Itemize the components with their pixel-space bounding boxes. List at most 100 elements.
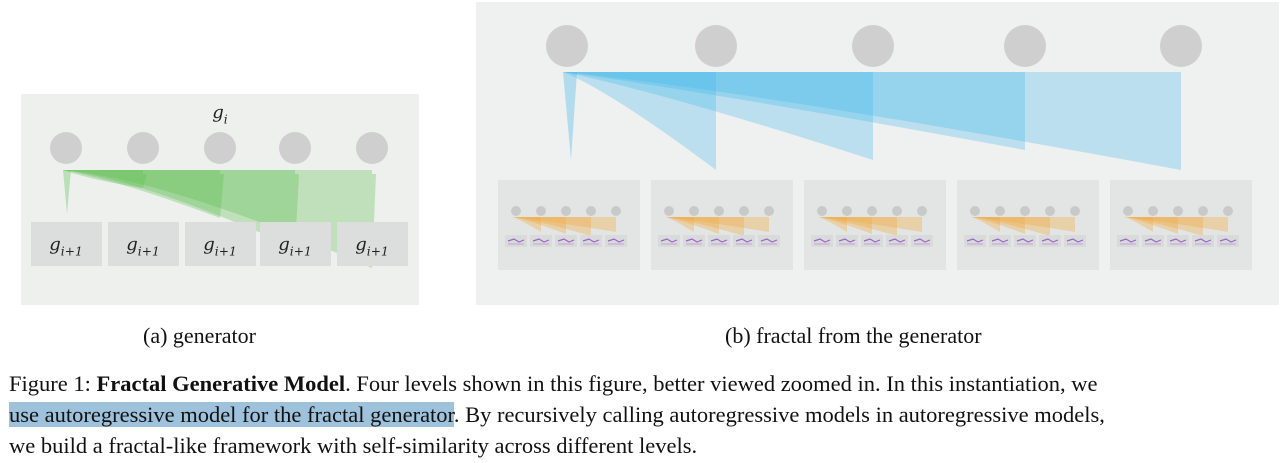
sub-node [1223, 206, 1233, 216]
sub-node [892, 206, 902, 216]
fractal-diagram [498, 25, 1252, 270]
leaf-glyph [685, 238, 703, 243]
blue-arrow [563, 72, 1181, 170]
leaf-glyph [735, 238, 753, 243]
sub-node [917, 206, 927, 216]
orange-arrow [1125, 217, 1228, 232]
child-box-4 [260, 222, 331, 266]
sub-node [817, 206, 827, 216]
orange-arrow [513, 217, 591, 236]
subcaption-a: (a) generator [143, 323, 256, 348]
leaf-glyph [991, 238, 1009, 243]
sub-node [1173, 206, 1183, 216]
orange-arrow [972, 217, 1050, 236]
child-label-5: gi+1 [355, 234, 388, 258]
leaf-glyph [532, 238, 550, 243]
orange-arrow [819, 217, 847, 232]
leaf-glyph [1041, 238, 1059, 243]
orange-arrows [513, 217, 616, 236]
sub-generator-5 [1110, 180, 1252, 270]
sub-node [511, 206, 521, 216]
orange-arrow [819, 217, 872, 234]
leaf-glyph [660, 238, 678, 243]
leaf-glyph [1144, 238, 1162, 243]
orange-arrow [513, 217, 541, 232]
orange-arrow [972, 217, 1000, 232]
generator-diagram: gi gi+1 gi+1 gi+1 gi+1 gi+1 [31, 102, 408, 268]
orange-arrow [513, 217, 566, 234]
orange-arrow [972, 217, 1075, 232]
figure-caption: Figure 1: Fractal Generative Model. Four… [9, 368, 1279, 461]
caption-line2-text: . By recursively calling autoregressive … [453, 402, 1105, 427]
leaf-glyph [582, 238, 600, 243]
node-5 [356, 132, 388, 164]
blue-arrow [563, 72, 1025, 150]
blue-arrow-first [563, 72, 577, 160]
sub-generator-2 [651, 180, 793, 270]
green-arrow-first [63, 170, 71, 214]
generator-panel: gi gi+1 gi+1 gi+1 gi+1 gi+1 [21, 94, 419, 305]
leaf-glyph [888, 238, 906, 243]
sub-panel-bg [498, 180, 640, 270]
leaf-glyph [838, 238, 856, 243]
node-3 [852, 25, 894, 67]
sub-node [1198, 206, 1208, 216]
node-4 [1004, 25, 1046, 67]
sub-node [586, 206, 596, 216]
orange-arrow [1125, 217, 1153, 232]
sub-node [867, 206, 877, 216]
fractal-panel [476, 2, 1279, 305]
child-label-3: gi+1 [203, 234, 236, 258]
leaf-glyph [507, 238, 525, 243]
green-arrows [63, 170, 376, 268]
leaf-glyph [966, 238, 984, 243]
orange-arrow [666, 217, 744, 236]
orange-arrow [513, 217, 616, 232]
node-3 [204, 132, 236, 164]
leaf-glyph [1169, 238, 1187, 243]
leaf-glyph [863, 238, 881, 243]
green-arrow [63, 170, 147, 188]
orange-arrow [1125, 217, 1203, 236]
caption-highlight: use autoregressive model for the fractal… [9, 402, 454, 427]
caption-line-1: Figure 1: Fractal Generative Model. Four… [9, 368, 1279, 399]
child-box-1 [31, 222, 102, 266]
node-4 [279, 132, 311, 164]
caption-line1-text: . Four levels shown in this figure, bett… [345, 371, 1098, 396]
leaf-glyph [1119, 238, 1137, 243]
blue-arrow [563, 72, 716, 170]
sub-node [1070, 206, 1080, 216]
child-label-2: gi+1 [126, 234, 159, 258]
orange-arrows [819, 217, 922, 236]
sub-node [970, 206, 980, 216]
sub-node [842, 206, 852, 216]
orange-arrow [1125, 217, 1178, 234]
orange-arrow [819, 217, 897, 236]
sub-node [1020, 206, 1030, 216]
node-5 [1160, 25, 1202, 67]
caption-title: Fractal Generative Model [96, 371, 346, 396]
caption-line-2: use autoregressive model for the fractal… [9, 399, 1279, 430]
top-label-g-i: gi [212, 102, 228, 126]
orange-arrows [972, 217, 1075, 236]
orange-arrow [666, 217, 769, 232]
leaf-glyph [607, 238, 625, 243]
sub-node [561, 206, 571, 216]
sub-node [536, 206, 546, 216]
child-label-1: gi+1 [49, 234, 82, 258]
leaf-glyph [710, 238, 728, 243]
sub-generator-4 [957, 180, 1099, 270]
node-1 [50, 132, 82, 164]
child-box-3 [185, 222, 256, 266]
child-box-2 [108, 222, 179, 266]
sub-node [995, 206, 1005, 216]
sub-node [664, 206, 674, 216]
child-label-4: gi+1 [278, 234, 311, 258]
sub-node [1123, 206, 1133, 216]
sub-node [714, 206, 724, 216]
blue-arrow [563, 72, 873, 160]
caption-line-3: we build a fractal-like framework with s… [9, 433, 698, 458]
sub-node [1148, 206, 1158, 216]
sub-node [739, 206, 749, 216]
sub-node [611, 206, 621, 216]
